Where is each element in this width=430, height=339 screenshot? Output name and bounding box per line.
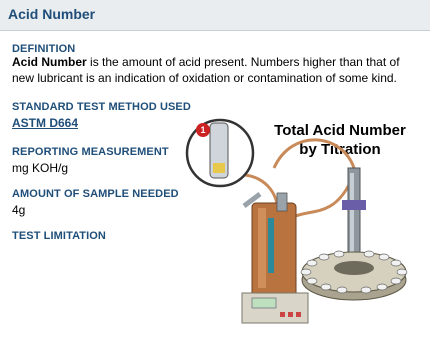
astm-d664-link[interactable]: ASTM D664 [12,116,79,130]
definition-term: Acid Number [12,55,87,69]
column-highlight [350,173,354,253]
titration-illustration: 1 [185,118,408,324]
header-bar: Acid Number [0,0,430,31]
badge-number: 1 [200,125,205,135]
limitation-label: TEST LIMITATION [12,230,106,242]
base-display [251,297,277,309]
magnified-tip [213,163,225,173]
page-title: Acid Number [8,6,96,22]
test-method-value-wrap: ASTM D664 [12,116,78,130]
tube-mid [289,182,352,220]
definition-label: DEFINITION [12,43,76,55]
base-button-3 [296,312,301,317]
test-method-label: STANDARD TEST METHOD USED [12,101,191,113]
cylinder-cap [276,192,288,212]
electrode-holder [242,192,262,208]
reagent-column [268,218,274,273]
tube-top [272,138,356,169]
sample-value: 4g [12,203,26,217]
reporting-value: mg KOH/g [12,161,69,175]
figure-title-line1: Total Acid Number [274,122,406,139]
column-clamp [342,200,366,210]
sample-cups [300,250,408,294]
cylinder-highlight [258,208,266,288]
base-button-1 [280,312,285,317]
sample-label: AMOUNT OF SAMPLE NEEDED [12,188,179,200]
badge-circle [196,123,210,137]
definition-text: Acid Number is the amount of acid presen… [12,54,422,86]
carousel-center [334,261,374,275]
definition-body: is the amount of acid present. Numbers h… [12,55,400,85]
base-button-2 [288,312,293,317]
reporting-label: REPORTING MEASUREMENT [12,146,169,158]
